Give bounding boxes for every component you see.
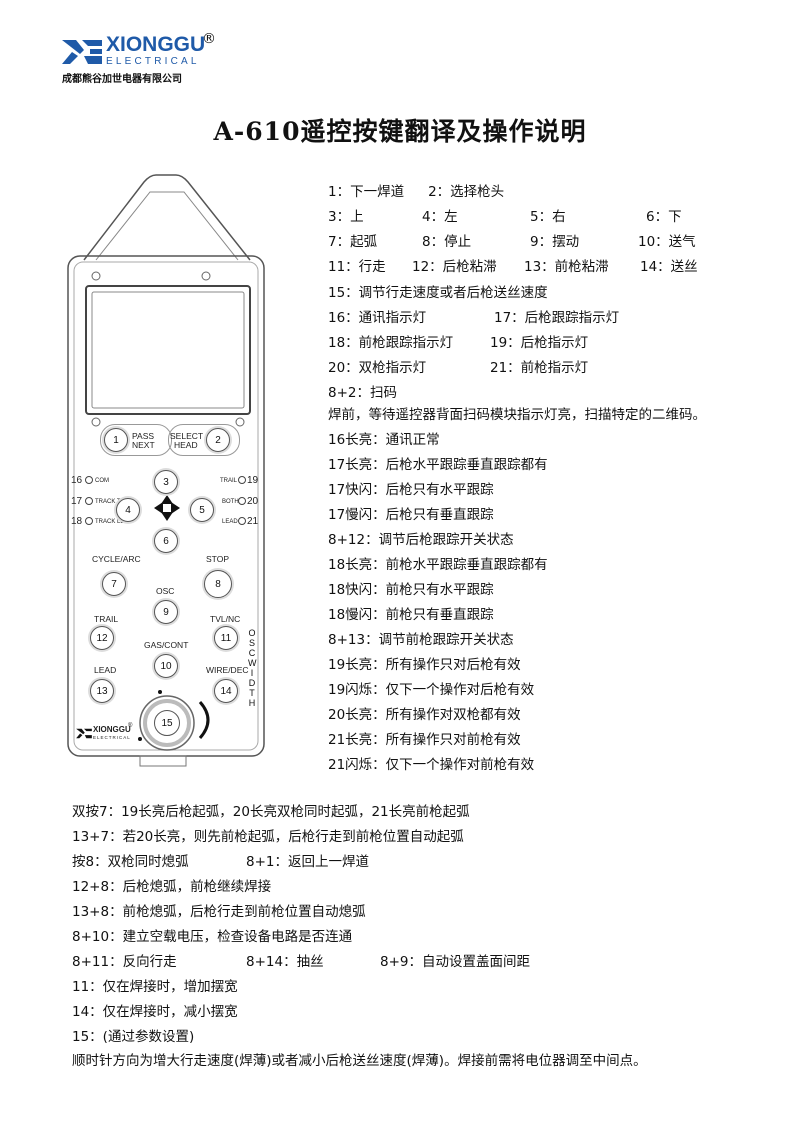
cycle-arc-button[interactable]: 7 [102, 572, 126, 596]
track-lead-label: TRACK LEAD [95, 519, 133, 525]
legend-line: 17快闪：后枪只有水平跟踪 [328, 482, 494, 498]
note-line: 11：仅在焊接时，增加摆宽 [72, 979, 238, 995]
both-label: BOTH [222, 499, 239, 505]
registered-mark: ® [202, 31, 216, 47]
gas-cont-label: GAS/CONT [144, 640, 189, 650]
led-17-number: 17 [71, 496, 83, 507]
led-19-indicator [238, 476, 246, 484]
osc-vertical-label: OSC [248, 628, 256, 658]
led-21-indicator [238, 517, 246, 525]
select-head-button[interactable]: 2 [206, 428, 230, 452]
osc-label: OSC [156, 586, 175, 596]
pass-label: PASS [132, 431, 155, 441]
select-head-button-frame [168, 424, 240, 456]
down-button[interactable]: 6 [154, 529, 178, 553]
lead-small-label: LEAD [222, 519, 238, 525]
legend-line: 8+12：调节后枪跟踪开关状态 [328, 532, 514, 548]
note-line: 12+8：后枪熄弧，前枪继续焊接 [72, 879, 272, 895]
legend-line: 17慢闪：后枪只有垂直跟踪 [328, 507, 494, 523]
legend-line: 17长亮：后枪水平跟踪垂直跟踪都有 [328, 457, 548, 473]
stop-label: STOP [206, 554, 229, 564]
remote-outline-icon [67, 174, 265, 767]
led-17-indicator [85, 497, 93, 505]
lead-label: LEAD [94, 665, 117, 675]
note-line: 15：(通过参数设置) [72, 1029, 195, 1045]
legend-line: 21长亮：所有操作只对前枪有效 [328, 732, 521, 748]
legend-line: 焊前，等待遥控器背面扫码模块指示灯亮，扫描特定的二维码。 [328, 407, 706, 423]
legend-line: 15：调节行走速度或者后枪送丝速度 [328, 285, 548, 301]
travel-button[interactable]: 11 [214, 626, 238, 650]
left-button[interactable]: 4 [116, 498, 140, 522]
remote-control-illustration: 1 PASS NEXT SELECT HEAD 2 16 COM 17 TRAC… [60, 172, 280, 772]
company-name: 成都熊谷加世电器有限公司 [62, 74, 182, 85]
legend-line: 21闪烁：仅下一个操作对前枪有效 [328, 757, 535, 773]
legend-line: 19闪烁：仅下一个操作对后枪有效 [328, 682, 535, 698]
remote-logo-icon [76, 728, 92, 739]
legend-line: 18快闪：前枪只有水平跟踪 [328, 582, 494, 598]
legend-line: 18慢闪：前枪只有垂直跟踪 [328, 607, 494, 623]
speed-knob[interactable]: 15 [154, 710, 180, 736]
legend-line: 8+13：调节前枪跟踪开关状态 [328, 632, 514, 648]
legend-line: 18长亮：前枪水平跟踪垂直跟踪都有 [328, 557, 548, 573]
note-line: 13+8：前枪熄弧，后枪行走到前枪位置自动熄弧 [72, 904, 366, 920]
tvl-nc-label: TVL/NC [210, 614, 241, 624]
next-label: NEXT [132, 440, 155, 450]
wire-dec-label: WIRE/DEC [206, 665, 249, 675]
remote-brand-reg: ® [128, 723, 133, 729]
trail-small-label: TRAIL [220, 478, 238, 484]
trail-label: TRAIL [94, 614, 119, 624]
brand-name: XIONGGU [106, 33, 206, 56]
led-16-number: 16 [71, 475, 83, 486]
remote-brand-name: XIONGGU [93, 725, 131, 734]
trail-stick-button[interactable]: 12 [90, 626, 114, 650]
led-20-indicator [238, 497, 246, 505]
legend-line: 16长亮：通讯正常 [328, 432, 440, 448]
up-button[interactable]: 3 [154, 470, 178, 494]
brand-subtitle: ELECTRICAL [106, 56, 200, 67]
note-line: 14：仅在焊接时，减小摆宽 [72, 1004, 238, 1020]
led-16-indicator [85, 476, 93, 484]
led-19-number: 19 [247, 475, 259, 486]
note-line: 13+7：若20长亮，则先前枪起弧，后枪行走到前枪位置自动起弧 [72, 829, 464, 845]
head-label: HEAD [174, 440, 198, 450]
led-20-number: 20 [247, 496, 259, 507]
gas-button[interactable]: 10 [154, 654, 178, 678]
led-18-indicator [85, 517, 93, 525]
legend-line: 20长亮：所有操作对双枪都有效 [328, 707, 521, 723]
pass-next-button-frame [100, 424, 172, 456]
xionggu-logo-icon [62, 40, 102, 64]
note-line: 顺时针方向为增大行走速度(焊薄)或者减小后枪送丝速度(焊薄)。焊接前需将电位器调… [72, 1053, 647, 1069]
width-vertical-label: WIDTH [248, 658, 257, 708]
note-line: 8+10：建立空载电压，检查设备电路是否连通 [72, 929, 353, 945]
cycle-arc-label: CYCLE/ARC [92, 554, 141, 564]
lead-stick-button[interactable]: 13 [90, 679, 114, 703]
track-trail-label: TRACK TRAIL [95, 499, 134, 505]
legend-line: 8+2：扫码 [328, 385, 397, 401]
led-18-number: 18 [71, 516, 83, 527]
stop-button[interactable]: 8 [204, 570, 232, 598]
com-label: COM [95, 478, 109, 484]
wire-feed-button[interactable]: 14 [214, 679, 238, 703]
led-21-number: 21 [247, 516, 259, 527]
select-label: SELECT [170, 431, 204, 441]
page-title: A-610遥控按键翻译及操作说明 [213, 117, 587, 146]
pass-next-button[interactable]: 1 [104, 428, 128, 452]
right-button[interactable]: 5 [190, 498, 214, 522]
osc-button[interactable]: 9 [154, 600, 178, 624]
legend-line: 19长亮：所有操作只对后枪有效 [328, 657, 521, 673]
remote-brand-subtitle: ELECTRICAL [93, 735, 131, 740]
note-line: 双按7：19长亮后枪起弧，20长亮双枪同时起弧，21长亮前枪起弧 [72, 804, 470, 820]
